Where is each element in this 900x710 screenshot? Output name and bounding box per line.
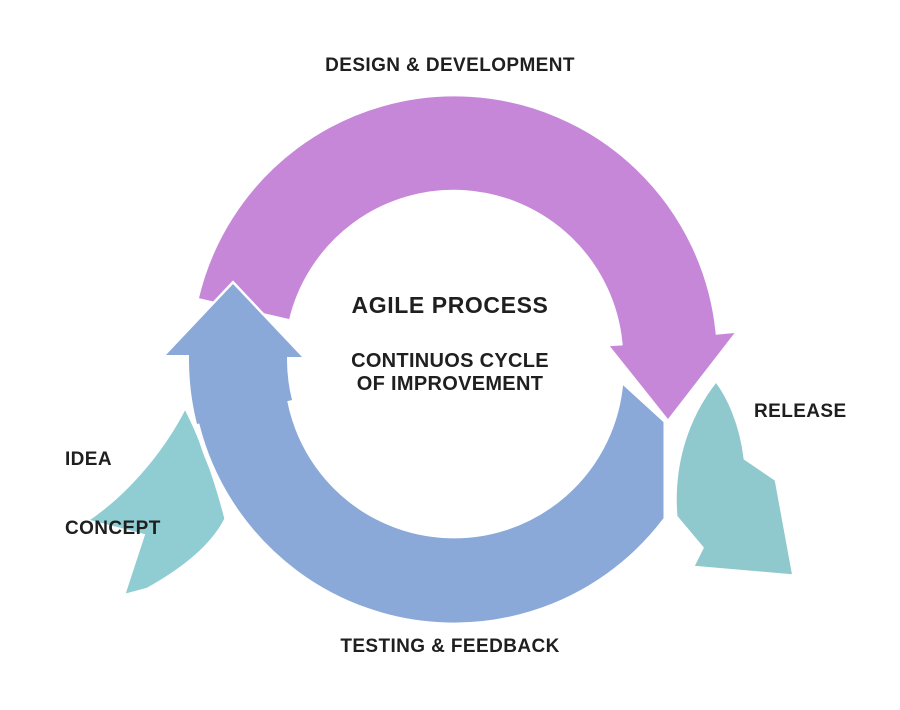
design-development-arc <box>193 91 746 428</box>
label-idea-line1: IDEA <box>65 449 112 470</box>
label-design-development: DESIGN & DEVELOPMENT <box>325 55 575 76</box>
label-idea-line2: CONCEPT <box>65 518 161 539</box>
diagram-subtitle-line1: CONTINUOS CYCLE <box>351 350 549 372</box>
diagram-subtitle: CONTINUOS CYCLE OF IMPROVEMENT <box>0 350 900 396</box>
label-idea-concept: IDEA CONCEPT <box>65 402 161 586</box>
release-arrow <box>671 375 799 580</box>
label-testing-feedback: TESTING & FEEDBACK <box>340 636 560 657</box>
diagram-title: AGILE PROCESS <box>351 292 549 318</box>
diagram-subtitle-line2: OF IMPROVEMENT <box>356 373 544 395</box>
testing-arrowhead-patch <box>166 284 302 424</box>
label-release: RELEASE <box>754 401 847 422</box>
